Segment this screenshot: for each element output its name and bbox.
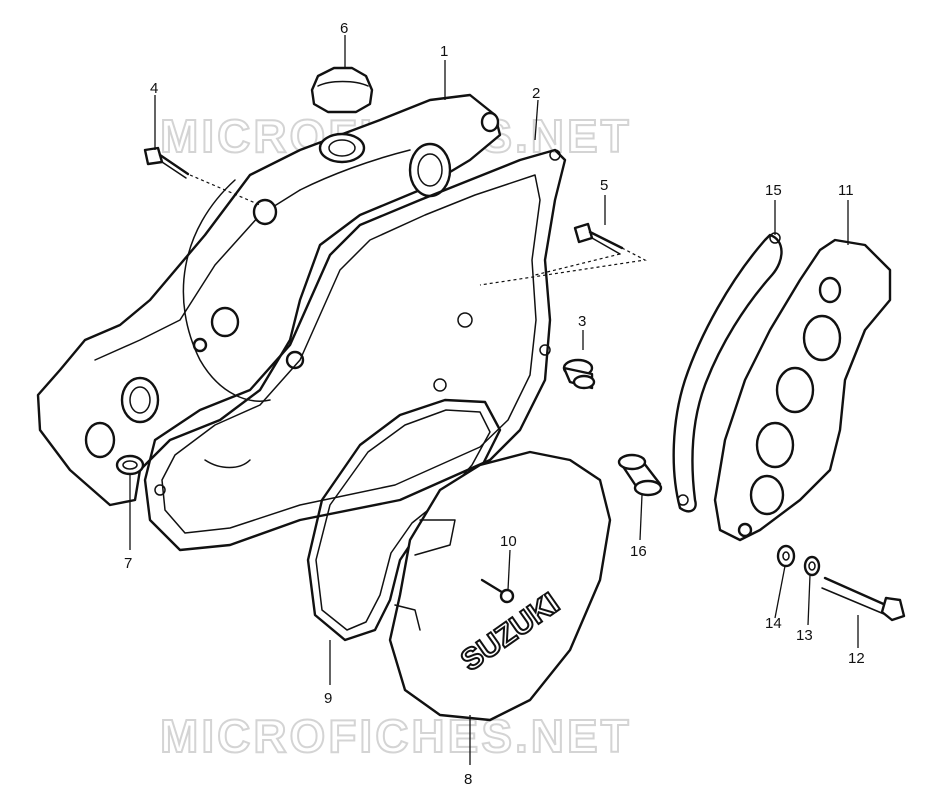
callout-3: 3	[578, 313, 586, 330]
callout-11: 11	[838, 182, 854, 199]
lock-washer-13	[803, 555, 821, 577]
callout-2: 2	[532, 85, 540, 102]
callout-4: 4	[150, 80, 158, 97]
bolt-5	[573, 222, 624, 255]
dowel-pin-16	[617, 453, 663, 497]
bolt-12	[821, 576, 906, 622]
callout-15: 15	[765, 182, 782, 199]
crankcase-cover	[36, 93, 502, 507]
gasket	[143, 148, 567, 552]
clutch-cover: SUZUKI	[388, 450, 612, 722]
dowel-pin-3	[562, 358, 596, 390]
callout-6: 6	[340, 20, 348, 37]
callout-8: 8	[464, 771, 472, 788]
callout-12: 12	[848, 650, 865, 667]
callout-10: 10	[500, 533, 517, 550]
callout-1: 1	[440, 43, 448, 60]
bolt-4	[143, 146, 190, 179]
callout-7: 7	[124, 555, 132, 572]
callout-5: 5	[600, 177, 608, 194]
callout-13: 13	[796, 627, 813, 644]
callout-14: 14	[765, 615, 782, 632]
leader-lines	[129, 35, 859, 765]
screw-10	[480, 578, 515, 604]
o-ring-7	[115, 454, 145, 476]
callout-labels: 1 2 3 4 5 6 7 8 9 10 11 12 13 14 15 16	[124, 20, 865, 788]
washer-14	[776, 544, 796, 568]
callout-16: 16	[630, 543, 647, 560]
oil-filler-cap	[310, 66, 374, 164]
sprocket-guard	[713, 238, 892, 542]
callout-9: 9	[324, 690, 332, 707]
watermark-bottom: MICROFICHES.NET	[160, 710, 632, 762]
